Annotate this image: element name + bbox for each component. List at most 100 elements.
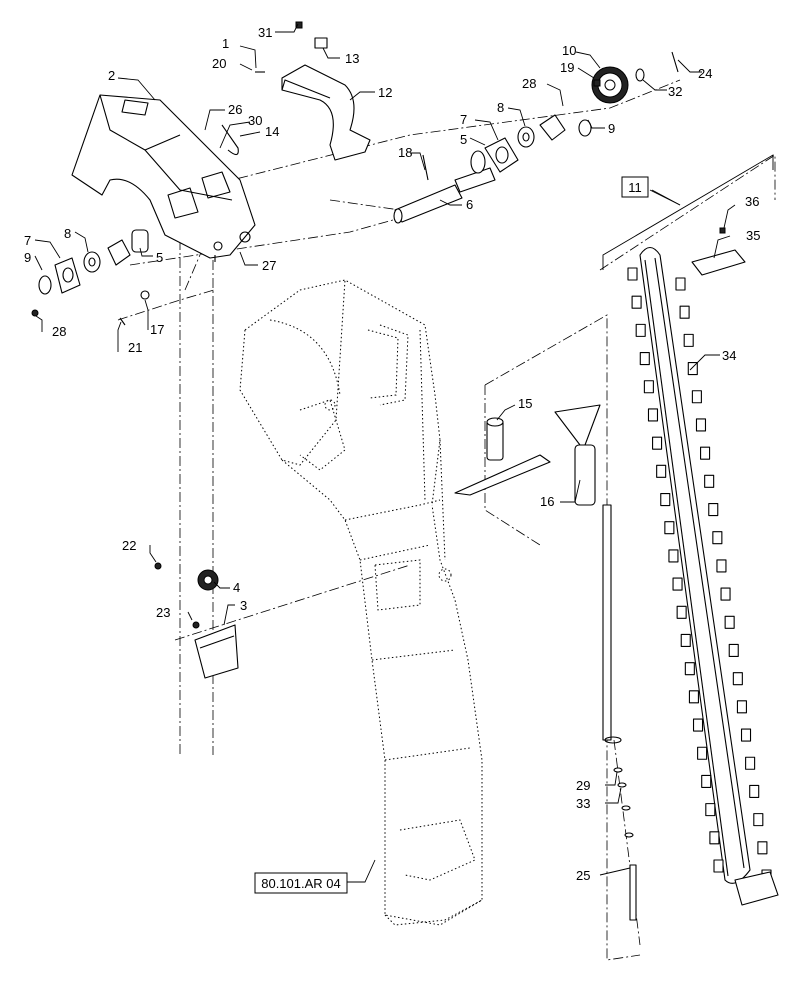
chain-paddle: [757, 841, 768, 855]
chain-paddle: [736, 700, 747, 714]
chain-paddle: [672, 577, 683, 591]
callout-22: 22: [122, 538, 136, 553]
chain-paddle: [753, 813, 764, 827]
callout-10: 10: [562, 43, 576, 58]
callout-27: 27: [262, 258, 276, 273]
callout-30: 30: [248, 113, 262, 128]
chain-paddle: [647, 408, 659, 422]
chain-plate: [691, 249, 746, 276]
reference-label[interactable]: 80.101.AR 04: [261, 876, 341, 891]
chain-paddle: [627, 267, 638, 281]
chain-paddle: [664, 521, 675, 535]
chain-paddle: [687, 362, 698, 376]
chain-paddle: [680, 633, 691, 648]
callout-20: 20: [212, 56, 226, 71]
chain-paddle: [740, 728, 752, 742]
callout-16: 16: [540, 494, 554, 509]
bearing-flanges-left: [38, 150, 486, 295]
callout-33: 33: [576, 796, 590, 811]
chain-paddle: [713, 859, 724, 873]
callout-17: 17: [150, 322, 164, 337]
bearing-flanges-top: [484, 66, 645, 173]
lower-bracket: [194, 624, 239, 679]
callout-25: 25: [576, 868, 590, 883]
leader-lines: [34, 23, 736, 883]
callout-29: 29: [576, 778, 590, 793]
vertical-rod: [554, 404, 622, 744]
chain-paddle: [683, 333, 694, 347]
callout-28-right: 28: [522, 76, 536, 91]
callout-19: 19: [560, 60, 574, 75]
chain-paddles: [627, 267, 772, 883]
chain-paddle: [705, 803, 716, 817]
chain-paddle: [639, 352, 650, 366]
chain-paddle: [692, 718, 704, 732]
callout-36: 36: [745, 194, 759, 209]
lower-sprocket: [197, 569, 219, 591]
callout-7-right: 7: [460, 112, 467, 127]
reference-label-box: 80.101.AR 04: [254, 872, 348, 894]
callout-5-right: 5: [460, 132, 467, 147]
cover: [281, 64, 371, 161]
chain-paddle: [668, 549, 679, 563]
chain-paddle: [704, 474, 715, 488]
chain-paddle: [708, 502, 719, 517]
frame-column: [239, 279, 483, 926]
chain-paddle: [712, 531, 723, 545]
callout-21: 21: [128, 340, 142, 355]
callout-28-left: 28: [52, 324, 66, 339]
callout-34: 34: [722, 348, 736, 363]
chain-paddle: [732, 672, 743, 686]
callout-8-left: 8: [64, 226, 71, 241]
chain-paddle: [700, 446, 711, 460]
callout-3: 3: [240, 598, 247, 613]
callout-13: 13: [345, 51, 359, 66]
callout-12: 12: [378, 85, 392, 100]
callout-1: 1: [222, 36, 229, 51]
chain-end-plate: [734, 871, 779, 906]
callout-14: 14: [265, 124, 279, 139]
housing: [71, 94, 256, 262]
conveyor-chain: [639, 246, 751, 884]
chain-paddle: [720, 587, 731, 601]
chain-paddle: [635, 323, 646, 337]
callout-9-right: 9: [608, 121, 615, 136]
chain-paddle: [695, 418, 707, 432]
group-label: 11: [628, 180, 642, 195]
callout-5-left: 5: [156, 250, 163, 265]
chain-paddle: [684, 662, 695, 676]
callout-15: 15: [518, 396, 532, 411]
hardware: [31, 21, 726, 629]
shaft: [393, 167, 496, 224]
chain-paddle: [643, 380, 654, 394]
chain-paddle: [660, 492, 671, 507]
chain-paddle: [709, 831, 720, 845]
chain-paddle: [728, 643, 739, 658]
callout-9-left: 9: [24, 250, 31, 265]
callout-8-right: 8: [497, 100, 504, 115]
chain-paddle: [656, 464, 667, 478]
chain-paddle: [676, 605, 687, 619]
callout-24: 24: [698, 66, 712, 81]
callout-labels: 1 2 3 4 5 6 7 8 9 10 12 13 14 15 16 17 1…: [24, 25, 760, 883]
chain-paddle: [701, 774, 712, 788]
chain-paddle: [631, 295, 642, 309]
callout-2: 2: [108, 68, 115, 83]
callout-26: 26: [228, 102, 242, 117]
chain-paddle: [745, 756, 756, 770]
washers-bolt: [613, 767, 637, 921]
chain-paddle: [749, 784, 760, 798]
callout-31: 31: [258, 25, 272, 40]
callout-4: 4: [233, 580, 240, 595]
group-bracket: [602, 154, 774, 270]
callout-7-left: 7: [24, 233, 31, 248]
chain-paddle: [675, 277, 686, 291]
callout-23: 23: [156, 605, 170, 620]
chain-paddle: [679, 305, 690, 319]
chain-paddle: [697, 746, 708, 760]
callout-18: 18: [398, 145, 412, 160]
support-bracket: [454, 417, 551, 496]
chain-paddle: [652, 436, 663, 450]
callout-35: 35: [746, 228, 760, 243]
